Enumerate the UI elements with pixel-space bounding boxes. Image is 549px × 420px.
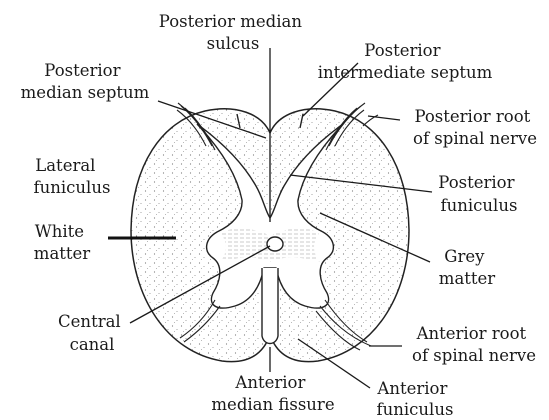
anterior-funiculus-label: Anterior funiculus [376,379,453,419]
posterior-median-sulcus-label: Posterior median sulcus [159,12,307,53]
lateral-funiculus-label: Lateral funiculus [34,156,111,197]
anterior-median-fissure-shape [262,268,278,344]
posterior-funiculus-label: Posterior funiculus [438,173,519,215]
central-canal-shape [267,237,283,251]
grey-matter-label: Grey matter [439,247,496,288]
anterior-root-label: Anterior root of spinal nerve [412,324,536,365]
posterior-intermediate-septum-label: Posterior intermediate septum [318,41,493,82]
posterior-median-septum-label: Posterior median septum [21,61,150,102]
posterior-root-label: Posterior root of spinal nerve [413,107,537,148]
anterior-median-fissure-label: Anterior median fissure [211,373,334,414]
white-matter-label: White matter [34,222,91,263]
central-canal-label: Central canal [58,312,126,354]
